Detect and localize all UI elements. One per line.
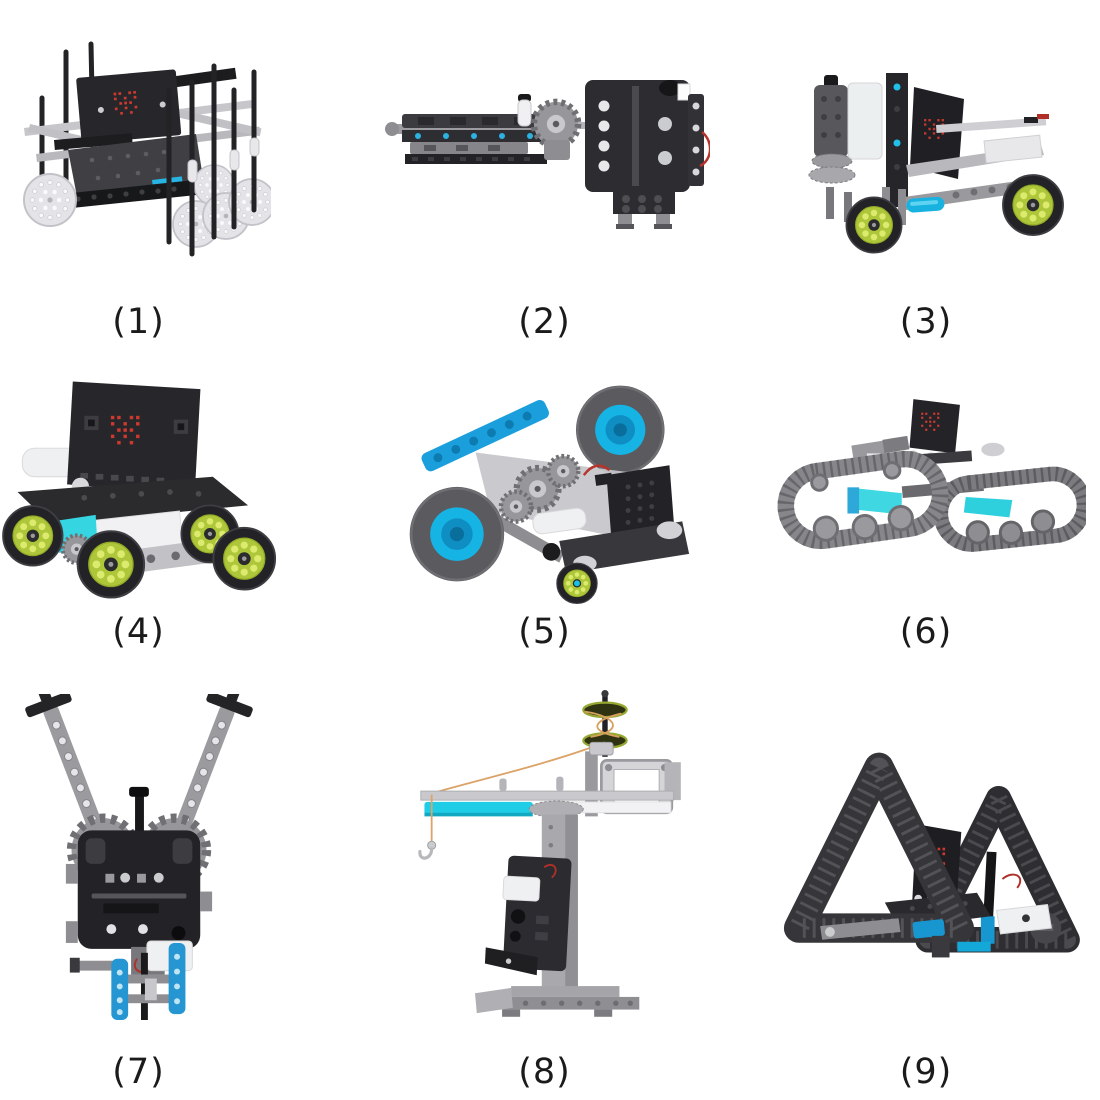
robot-7-illustration [24,693,253,1020]
figure-robot-7: (7) [0,660,322,1100]
figure-robot-6: (6) [743,350,1100,660]
figure-label-7: (7) [112,1052,165,1092]
figure-robot-9: (9) [743,660,1100,1100]
robot-2-illustration [384,79,710,229]
robot-9-illustration [783,752,1080,958]
figure-robot-4: (4) [0,350,322,660]
robot-9-art-area [766,660,1086,1053]
figure-label-1: (1) [112,302,165,342]
figure-label-2: (2) [518,302,571,342]
figure-label-9: (9) [899,1052,953,1092]
robot-3-illustration [808,72,1064,253]
figure-robot-1: (1) [0,0,322,350]
figure-robot-8: (8) [361,660,728,1100]
figure-robot-5: (5) [361,350,728,660]
robot-8-illustration [418,689,681,1017]
robot-4-art-area [0,350,289,613]
robot-6-art-area [766,350,1086,613]
robot-4-illustration [1,381,276,599]
robot-2-art-area [380,0,710,303]
figure-label-8: (8) [518,1052,571,1092]
robot-7-art-area [20,660,258,1053]
figure-label-4: (4) [112,612,165,652]
robot-3-art-area [786,0,1066,303]
figure-robot-3: (3) [743,0,1100,350]
robot-5-art-area [392,350,697,613]
figure-label-3: (3) [899,302,953,342]
figure-label-5: (5) [518,612,571,652]
robot-1-illustration [23,41,271,256]
robot-8-art-area [404,660,685,1053]
figure-label-6: (6) [899,612,953,652]
robot-5-illustration [408,383,690,604]
robot-1-art-area [6,0,271,303]
figure-robot-2: (2) [361,0,728,350]
robot-6-illustration [777,398,1086,552]
